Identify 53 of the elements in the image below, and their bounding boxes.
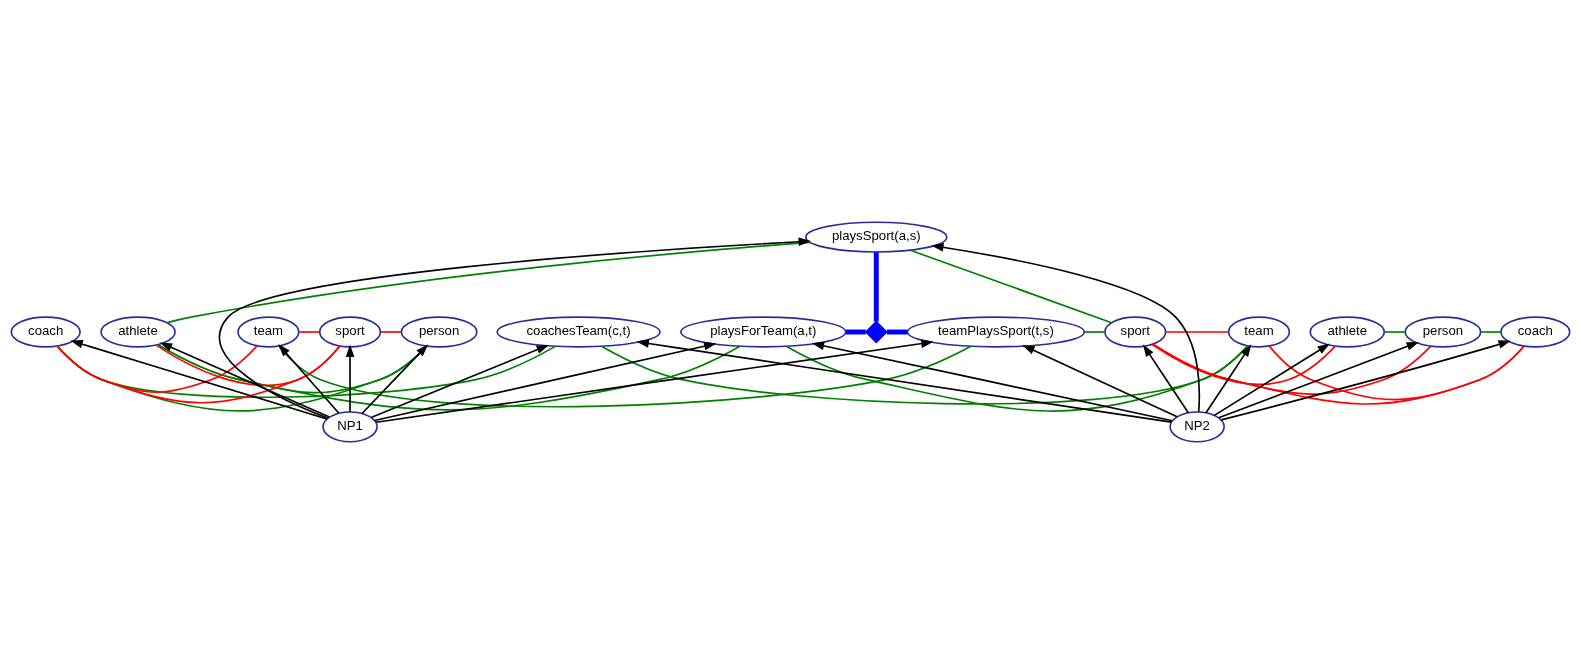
arrow (218, 237, 811, 419)
node-diamond (864, 320, 888, 344)
connector (298, 331, 321, 333)
connector (1164, 331, 1230, 333)
arrow (1142, 344, 1190, 414)
arrow (278, 344, 340, 414)
node-ellipse: athlete (100, 316, 176, 348)
connector (157, 343, 428, 394)
arrow (1220, 340, 1511, 421)
arrow (70, 340, 328, 420)
node-ellipse: person (1404, 316, 1482, 348)
connector (379, 331, 403, 333)
arrow (636, 339, 1173, 423)
node-ellipse: coach (10, 316, 81, 348)
node-ellipse: playsForTeam(a,t) (680, 316, 847, 348)
connector (1383, 331, 1406, 333)
arrow (931, 243, 1201, 413)
connector (1268, 345, 1525, 401)
node-ellipse: NP2 (1169, 411, 1225, 443)
arrow (811, 341, 1174, 422)
arrow (1022, 345, 1178, 418)
connector (601, 345, 1249, 405)
connector (845, 329, 866, 335)
arrow (1205, 344, 1252, 414)
arrow (1217, 341, 1420, 419)
connector (1480, 331, 1502, 333)
node-ellipse: athlete (1309, 316, 1386, 348)
arrow (1213, 343, 1330, 417)
arrow (361, 344, 429, 415)
connector (166, 241, 812, 324)
arrow (375, 339, 934, 424)
connector (277, 345, 972, 408)
node-ellipse: person (400, 316, 478, 348)
node-ellipse: coach (1500, 316, 1571, 348)
arrow (370, 344, 549, 419)
node-ellipse: NP1 (322, 411, 378, 443)
connector (1151, 343, 1337, 386)
node-ellipse: team (1227, 316, 1291, 348)
connector (1152, 343, 1432, 395)
arrow (345, 344, 355, 413)
connector (56, 345, 258, 393)
connector (1152, 343, 1525, 405)
connector (56, 345, 341, 404)
node-ellipse: sport (1104, 316, 1167, 348)
arrow (159, 342, 331, 418)
node-ellipse: sport (318, 316, 382, 348)
connector (886, 329, 908, 335)
connector (157, 343, 741, 411)
arrow (373, 341, 717, 422)
connector (873, 252, 879, 322)
connector (909, 249, 1113, 324)
connector (1083, 331, 1106, 333)
node-ellipse: team (237, 316, 300, 348)
